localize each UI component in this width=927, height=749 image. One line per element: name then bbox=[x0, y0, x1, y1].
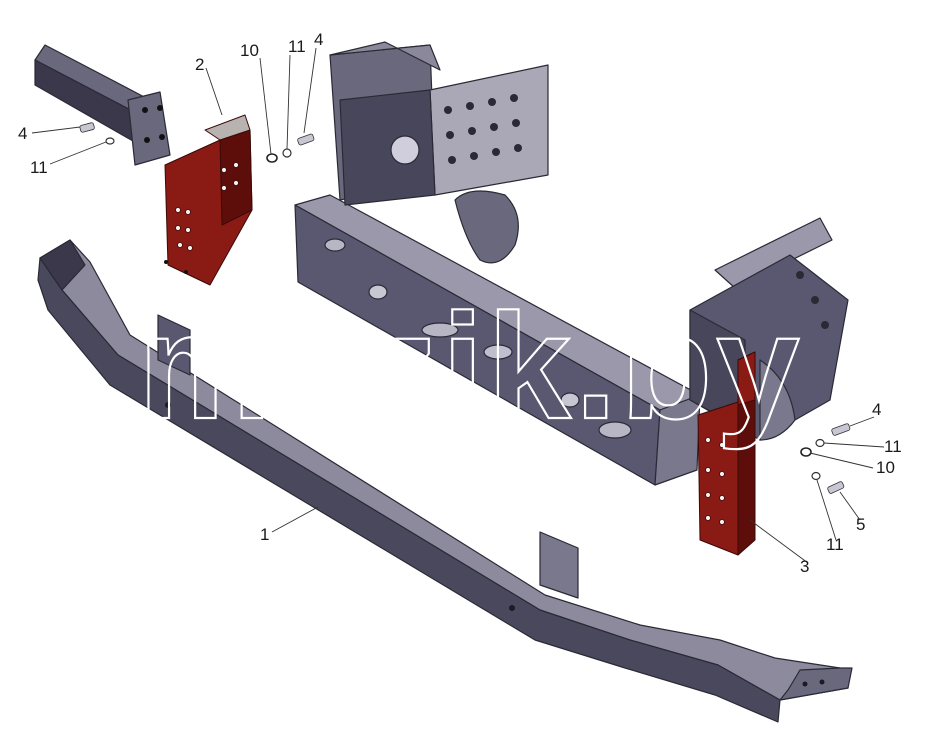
fasteners bbox=[79, 122, 851, 494]
callout-5: 5 bbox=[856, 515, 865, 534]
front-bumper-beam bbox=[37, 239, 853, 723]
bolt-icon bbox=[297, 133, 315, 146]
left-side-member-stub bbox=[34, 44, 171, 166]
bolt-icon bbox=[831, 423, 851, 436]
frame-cross-member bbox=[294, 41, 849, 486]
callout-labels: 1 2 3 4 11 10 11 4 4 11 10 5 11 bbox=[18, 30, 902, 576]
callout-4-left: 4 bbox=[18, 124, 27, 143]
washer-icon bbox=[105, 137, 115, 145]
right-mounting-bracket bbox=[697, 351, 756, 556]
callout-11-right: 11 bbox=[884, 437, 902, 456]
callout-2: 2 bbox=[195, 55, 204, 74]
callout-10-right: 10 bbox=[876, 458, 895, 477]
washer-icon bbox=[811, 471, 821, 481]
washer-icon bbox=[800, 447, 812, 457]
callout-11-left: 11 bbox=[30, 158, 48, 177]
callout-1: 1 bbox=[260, 525, 269, 544]
washer-icon bbox=[266, 153, 278, 163]
leader-lines bbox=[31, 47, 885, 564]
callout-3: 3 bbox=[800, 557, 809, 576]
washer-icon bbox=[282, 148, 292, 158]
bolt-icon bbox=[79, 122, 95, 133]
callout-4-right: 4 bbox=[872, 400, 881, 419]
callout-11-top: 11 bbox=[288, 37, 306, 56]
bolt-icon bbox=[827, 481, 845, 494]
callout-10-top: 10 bbox=[240, 41, 259, 60]
watermark: mazik.by bbox=[138, 282, 804, 450]
plate-bolt-heads bbox=[444, 94, 829, 329]
callout-4-top: 4 bbox=[314, 30, 323, 49]
washer-icon bbox=[815, 438, 825, 448]
callout-11-lower: 11 bbox=[826, 535, 844, 554]
left-mounting-bracket bbox=[164, 114, 253, 286]
